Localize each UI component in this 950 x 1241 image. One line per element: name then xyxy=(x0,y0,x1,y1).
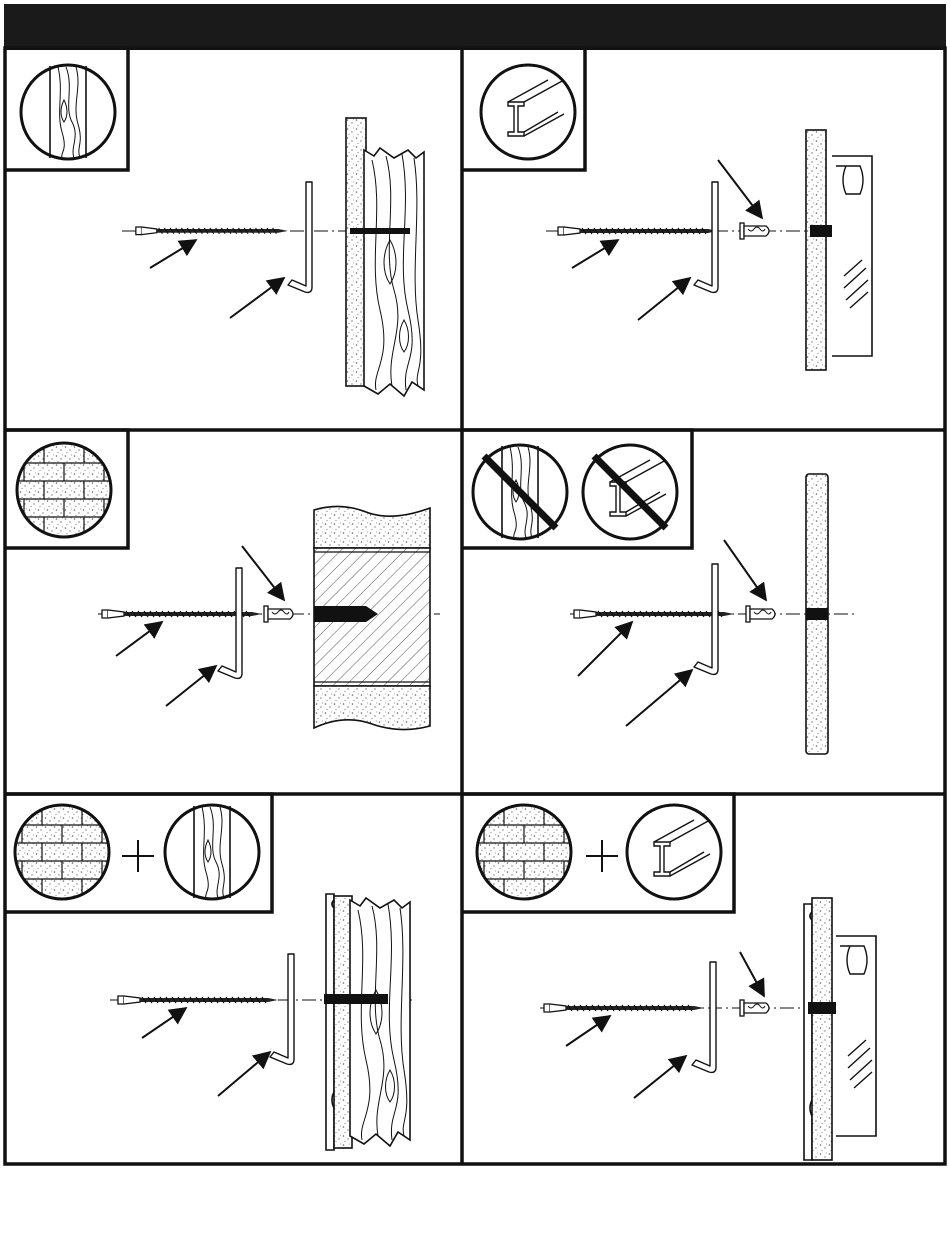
arrow-screw xyxy=(116,622,162,656)
screw-icon xyxy=(118,996,278,1004)
metal-stud-wall xyxy=(836,936,876,1136)
bracket-icon xyxy=(694,182,718,292)
metal-stud-icon xyxy=(481,65,575,159)
arrow-screw xyxy=(150,240,196,268)
screw-icon xyxy=(544,1004,704,1012)
wood-stud-icon xyxy=(21,65,115,159)
brick-icon xyxy=(474,802,574,902)
anchor-hole xyxy=(806,608,828,620)
panel-drywall-only xyxy=(462,430,858,754)
panel-metal-stud xyxy=(462,48,872,370)
drywall-wall xyxy=(346,118,366,386)
arrow-screw xyxy=(572,240,618,268)
arrow-anchor xyxy=(724,540,766,600)
plus-icon xyxy=(122,840,154,872)
bracket-icon xyxy=(288,182,312,292)
anchor-icon xyxy=(740,1000,769,1016)
wood-stud-wall xyxy=(364,148,424,396)
arrow-bracket xyxy=(634,1056,686,1098)
arrow-bracket xyxy=(230,278,284,318)
wood-stud-icon xyxy=(165,805,259,899)
arrow-anchor xyxy=(718,160,762,218)
brick-veneer-wall xyxy=(326,894,352,1150)
bracket-icon xyxy=(692,962,716,1072)
panel-wood-stud xyxy=(5,48,424,396)
anchor-icon xyxy=(264,606,293,622)
arrow-bracket xyxy=(218,1052,270,1096)
screw-hole xyxy=(324,994,388,1004)
panel-brick-plus-metal xyxy=(462,794,876,1160)
panel-masonry xyxy=(5,430,440,730)
no-wood-stud-icon xyxy=(473,445,567,539)
plus-icon xyxy=(586,840,618,872)
anchor-icon xyxy=(740,223,769,239)
arrow-screw xyxy=(566,1016,610,1046)
drywall-wall xyxy=(806,130,826,370)
bracket-icon xyxy=(270,954,294,1064)
bracket-icon xyxy=(694,564,718,674)
arrow-screw xyxy=(578,622,632,676)
screw-icon xyxy=(136,227,288,235)
screw-hole xyxy=(350,228,410,234)
anchor-hole xyxy=(810,225,832,237)
metal-stud-icon xyxy=(627,805,721,899)
arrow-bracket xyxy=(638,278,690,320)
screw-icon xyxy=(574,610,734,618)
screw-icon xyxy=(558,227,718,235)
metal-stud-wall xyxy=(832,156,872,356)
arrow-anchor xyxy=(740,952,764,996)
header-bar xyxy=(4,4,946,50)
arrow-bracket xyxy=(166,666,216,706)
anchor-hole xyxy=(314,606,378,622)
anchor-icon xyxy=(746,606,775,622)
brick-icon xyxy=(14,440,114,540)
bracket-icon xyxy=(218,568,242,678)
anchor-hole xyxy=(808,1002,836,1014)
panel-brick-plus-wood xyxy=(5,794,412,1150)
arrow-bracket xyxy=(626,670,692,726)
wood-stud-wall xyxy=(350,898,410,1146)
brick-icon xyxy=(12,802,112,902)
arrow-screw xyxy=(142,1008,186,1038)
no-metal-stud-icon xyxy=(583,445,677,539)
arrow-anchor xyxy=(242,546,284,600)
brick-veneer-wall xyxy=(804,898,832,1160)
